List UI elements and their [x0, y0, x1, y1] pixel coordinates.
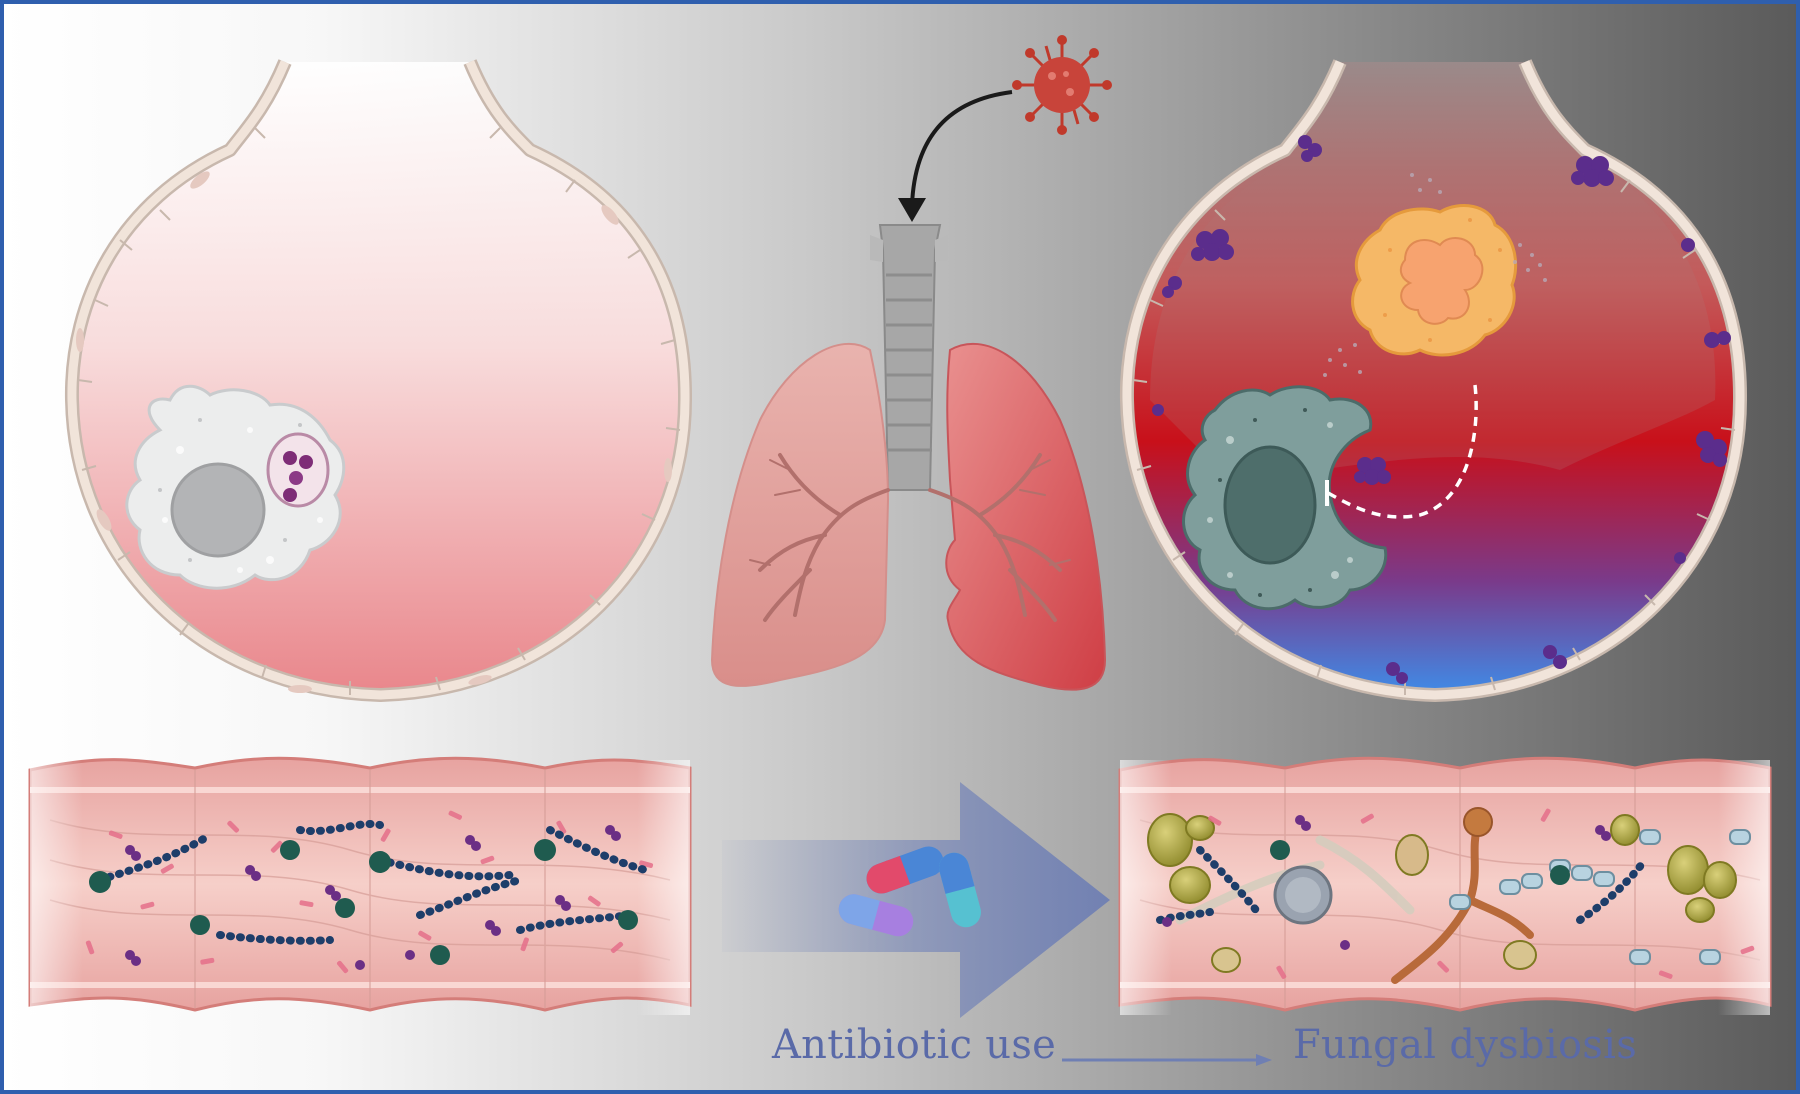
yeast-icon	[1147, 813, 1737, 973]
lungs-icon	[710, 224, 1107, 691]
macrophage-icon	[125, 384, 346, 590]
caption-fungal-dysbiosis: Fungal dysbiosis	[1293, 1022, 1638, 1068]
virus-icon	[1012, 35, 1112, 135]
infection-arrow	[910, 90, 1013, 206]
infected-macrophage-icon	[1182, 385, 1388, 611]
fungal-spore-icon	[1152, 135, 1731, 684]
caption-arrow	[1062, 1054, 1272, 1066]
capsule-icon	[838, 846, 981, 937]
healthy-gut-icon	[28, 756, 692, 1015]
neutrophil-icon	[1323, 173, 1547, 377]
infection-arrow-head	[898, 198, 926, 222]
bacteria-chain-icon	[96, 820, 649, 945]
caption-antibiotic-use: Antibiotic use	[772, 1022, 1057, 1068]
progression-arrow	[722, 782, 1110, 1018]
gut-microbiota-healthy	[85, 810, 654, 974]
recruitment-arrow	[1327, 384, 1478, 519]
gut-microbiota-dysbiotic	[1147, 807, 1755, 984]
